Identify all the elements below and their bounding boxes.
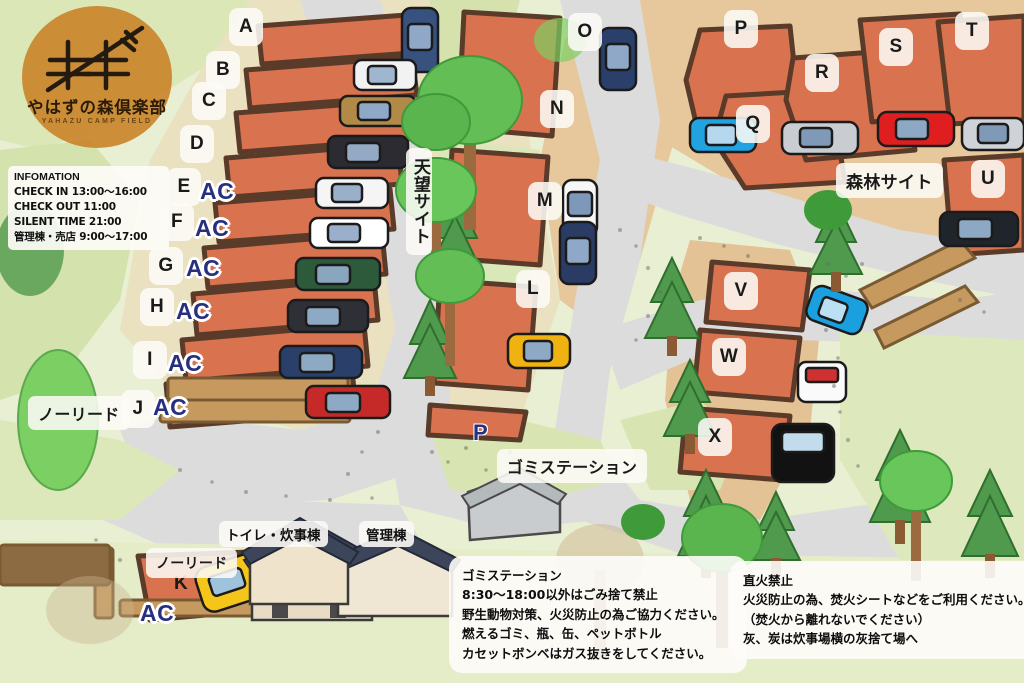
site-label-A[interactable]: A: [229, 8, 263, 46]
ac-marker-G: AC: [186, 255, 221, 281]
logo-subtitle: YAHAZU CAMP FIELD: [41, 118, 153, 125]
ac-marker-I: AC: [168, 350, 203, 376]
toilet-kitchen-building-label: トイレ・炊事棟: [219, 521, 328, 547]
site-label-D[interactable]: D: [180, 125, 214, 163]
garbage-station-note: ゴミステーション 8:30〜18:00以外はごみ捨て禁止 野生動物対策、火災防止…: [449, 556, 747, 673]
site-label-R[interactable]: R: [805, 54, 839, 92]
information-title: INFOMATION: [14, 171, 80, 183]
area-label-gomi-station: ゴミステーション: [497, 449, 648, 483]
garbage-note-line-5: カセットボンベはガス抜きをしてください。: [462, 645, 712, 661]
fire-note-line-2: 火災防止の為、焚火シートなどをご利用ください。: [743, 592, 1024, 608]
site-label-U[interactable]: U: [971, 160, 1005, 198]
site-label-S[interactable]: S: [879, 28, 913, 66]
site-label-T[interactable]: T: [955, 12, 989, 50]
site-label-E[interactable]: E: [167, 168, 201, 206]
ac-marker-K: AC: [140, 600, 175, 626]
site-label-L[interactable]: L: [516, 270, 550, 308]
fire-note-line-1: 直火禁止: [743, 573, 794, 588]
site-label-I[interactable]: I: [133, 341, 167, 379]
site-label-K[interactable]: K: [173, 573, 189, 594]
site-label-Q[interactable]: Q: [736, 105, 770, 143]
site-label-H[interactable]: H: [140, 288, 174, 326]
site-label-N[interactable]: N: [540, 90, 574, 128]
site-label-V[interactable]: V: [724, 272, 758, 310]
logo-circle: [22, 6, 172, 148]
site-label-M[interactable]: M: [528, 182, 562, 220]
site-label-O[interactable]: O: [568, 13, 602, 51]
logo-name: やはずの森倶楽部: [27, 98, 167, 117]
information-line-4: 管理棟・売店 9:00〜17:00: [14, 230, 148, 243]
ac-marker-H: AC: [176, 298, 211, 324]
garbage-note-line-3: 野生動物対策、火災防止の為ご協力ください。: [462, 606, 725, 622]
area-label-shinrin-site: 森林サイト: [836, 163, 943, 198]
parking-marker-center: P: [473, 420, 488, 445]
ac-marker-J: AC: [153, 394, 188, 420]
ac-marker-F: AC: [195, 215, 230, 241]
site-label-W[interactable]: W: [712, 338, 746, 376]
garbage-note-line-2: 8:30〜18:00以外はごみ捨て禁止: [462, 587, 658, 603]
ac-marker-E: AC: [200, 178, 235, 204]
garbage-note-line-4: 燃えるゴミ、瓶、缶、ペットボトル: [462, 626, 662, 642]
fire-note-line-4: 灰、炭は炊事場横の灰捨て場へ: [743, 631, 919, 647]
site-label-F[interactable]: F: [160, 203, 194, 241]
information-line-1: CHECK IN 13:00〜16:00: [14, 185, 147, 198]
garbage-note-line-1: ゴミステーション: [462, 568, 562, 583]
fire-note-line-3: （焚火から離れないでください）: [743, 611, 931, 627]
noleash-label-k: ノーリード: [146, 548, 238, 578]
site-label-G[interactable]: G: [149, 247, 183, 285]
information-box: INFOMATION CHECK IN 13:00〜16:00 CHECK OU…: [8, 166, 169, 250]
information-line-2: CHECK OUT 11:00: [14, 200, 116, 213]
logo-arrow-mark-icon: [45, 25, 145, 93]
area-label-tenbou-site: 天望サイト: [406, 148, 432, 255]
noleash-label-j: ノーリード: [28, 396, 130, 430]
information-line-3: SILENT TIME 21:00: [14, 215, 122, 228]
site-label-P[interactable]: P: [724, 10, 758, 48]
site-label-C[interactable]: C: [192, 82, 226, 120]
site-label-X[interactable]: X: [698, 418, 732, 456]
no-open-fire-note: 直火禁止 火災防止の為、焚火シートなどをご利用ください。 （焚火から離れないでく…: [730, 561, 1024, 659]
brand-logo: やはずの森倶楽部 YAHAZU CAMP FIELD: [22, 6, 180, 148]
management-building-label: 管理棟: [359, 521, 414, 547]
